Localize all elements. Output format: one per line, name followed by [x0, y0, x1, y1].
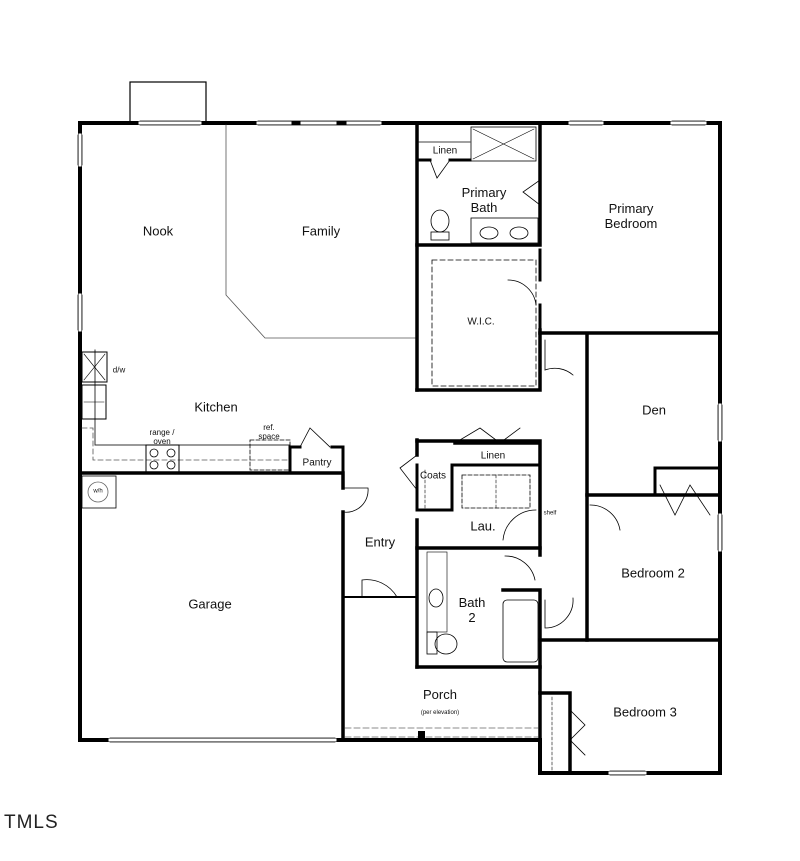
label-range-oven: range /oven — [149, 428, 175, 446]
label-water-heater: w/h — [93, 488, 103, 495]
room-linen-hall: Linen — [480, 450, 506, 462]
room-wic: W.I.C. — [467, 316, 495, 328]
room-den: Den — [642, 402, 666, 418]
label-dishwasher: d/w — [112, 365, 126, 375]
room-laundry: Lau. — [470, 518, 496, 534]
label-shelf: shelf — [543, 510, 557, 517]
room-pantry: Pantry — [302, 457, 332, 469]
room-coats: Coats — [419, 470, 447, 482]
room-porch: Porch(per elevation) — [420, 687, 460, 716]
room-bedroom-2: Bedroom 2 — [621, 565, 685, 581]
label-ref-space: ref.space — [258, 423, 280, 441]
tmls-logo: TMLS — [4, 812, 59, 833]
room-family: Family — [301, 223, 341, 239]
room-garage: Garage — [188, 596, 232, 612]
room-linen-primary: Linen — [432, 145, 458, 157]
room-nook: Nook — [142, 223, 174, 239]
room-bedroom-3: Bedroom 3 — [613, 704, 677, 720]
room-kitchen: Kitchen — [194, 399, 238, 415]
room-entry: Entry — [364, 534, 396, 550]
